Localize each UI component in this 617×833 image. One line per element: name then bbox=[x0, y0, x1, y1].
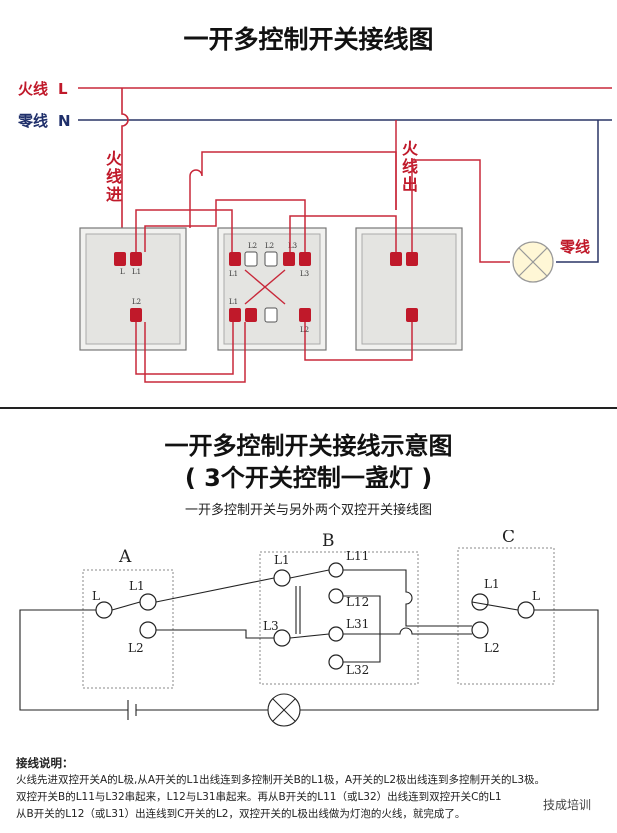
live-out-label: 火线出 bbox=[399, 140, 418, 194]
terminal-label: L1 bbox=[229, 270, 238, 278]
schematic-subtitle: ( 3个开关控制一盏灯 ) bbox=[184, 464, 433, 492]
notes-line: 火线先进双控开关A的L极,从A开关的L1出线连到多控制开关B的L1极，A开关的L… bbox=[16, 774, 546, 786]
svg-text:L1: L1 bbox=[129, 579, 145, 593]
notes-line: 双控开关B的L11与L32串起来，L12与L31串起来。再从B开关的L11（或L… bbox=[16, 791, 502, 803]
schematic-title: 一开多控制开关接线示意图 bbox=[164, 432, 453, 460]
lamp-neutral-wire bbox=[556, 120, 599, 263]
svg-text:L2: L2 bbox=[484, 641, 500, 655]
svg-text:L1: L1 bbox=[484, 577, 500, 591]
terminal-label: L1 bbox=[132, 268, 141, 276]
top-wiring-diagram: L L1 L2 L2 L2 L3 L1 L3 L1 L2 bbox=[78, 87, 612, 383]
terminal-label: L2 bbox=[132, 298, 141, 306]
watermark: 技成培训 bbox=[538, 795, 595, 814]
schematic-diagram: A B C L L1 L2 L1 L11 L12 L3 L31 L32 L1 L… bbox=[19, 530, 599, 727]
lamp-icon bbox=[267, 693, 301, 727]
terminal-label: L2 bbox=[248, 242, 257, 250]
terminal-label: L bbox=[120, 268, 125, 276]
lamp-neutral-label: 零线 bbox=[560, 238, 591, 256]
terminal-c bbox=[406, 252, 418, 266]
svg-text:L1: L1 bbox=[274, 553, 290, 567]
terminal-b bbox=[264, 307, 278, 323]
schematic-caption: 一开多控制开关与另外两个双控开关接线图 bbox=[184, 503, 432, 518]
terminal-a-l2 bbox=[130, 308, 142, 322]
terminal-a-l1 bbox=[130, 252, 142, 266]
terminal-b bbox=[229, 252, 241, 266]
wiring-notes: 接线说明： 火线先进双控开关A的L极,从A开关的L1出线连到多控制开关B的L1极… bbox=[16, 755, 611, 823]
box-label-a: A bbox=[118, 547, 132, 567]
terminal-label: L3 bbox=[300, 270, 309, 278]
switch-box-a bbox=[82, 569, 174, 689]
terminal-label: L2 bbox=[265, 242, 274, 250]
terminal-label: L3 bbox=[288, 242, 297, 250]
svg-text:L2: L2 bbox=[128, 641, 144, 655]
svg-text:L11: L11 bbox=[346, 549, 369, 563]
box-label-b: B bbox=[322, 531, 335, 551]
terminal-b bbox=[245, 308, 257, 322]
terminal-c bbox=[390, 252, 402, 266]
terminal-b bbox=[229, 308, 241, 322]
notes-line: 从B开关的L12（或L31）出连线到C开关的L2，双控开关的L极出线做为灯泡的火… bbox=[16, 808, 466, 820]
svg-text:L32: L32 bbox=[346, 663, 369, 677]
svg-text:L31: L31 bbox=[346, 617, 369, 631]
section-divider bbox=[0, 407, 617, 409]
switch-plate-c bbox=[355, 227, 463, 351]
switch-plate-a bbox=[79, 227, 187, 351]
terminal-b bbox=[299, 252, 311, 266]
terminal-b bbox=[244, 251, 258, 267]
notes-heading: 接线说明： bbox=[16, 756, 74, 770]
svg-text:L3: L3 bbox=[263, 619, 279, 633]
terminal-label: L1 bbox=[229, 298, 238, 306]
terminal-b bbox=[264, 251, 278, 267]
switch-box-c bbox=[457, 547, 555, 685]
svg-text:L: L bbox=[92, 589, 100, 603]
main-title: 一开多控制开关接线图 bbox=[183, 25, 434, 54]
terminal-b bbox=[299, 308, 311, 322]
switch-box-b bbox=[259, 551, 419, 685]
svg-text:L: L bbox=[532, 589, 540, 603]
terminal-b bbox=[283, 252, 295, 266]
terminal-c bbox=[406, 308, 418, 322]
svg-text:L12: L12 bbox=[346, 595, 369, 609]
lamp-icon bbox=[512, 241, 554, 283]
terminal-a-l bbox=[114, 252, 126, 266]
box-label-c: C bbox=[502, 530, 515, 547]
live-in-label: 火线进 bbox=[103, 150, 122, 204]
live-in-wire bbox=[121, 88, 129, 238]
